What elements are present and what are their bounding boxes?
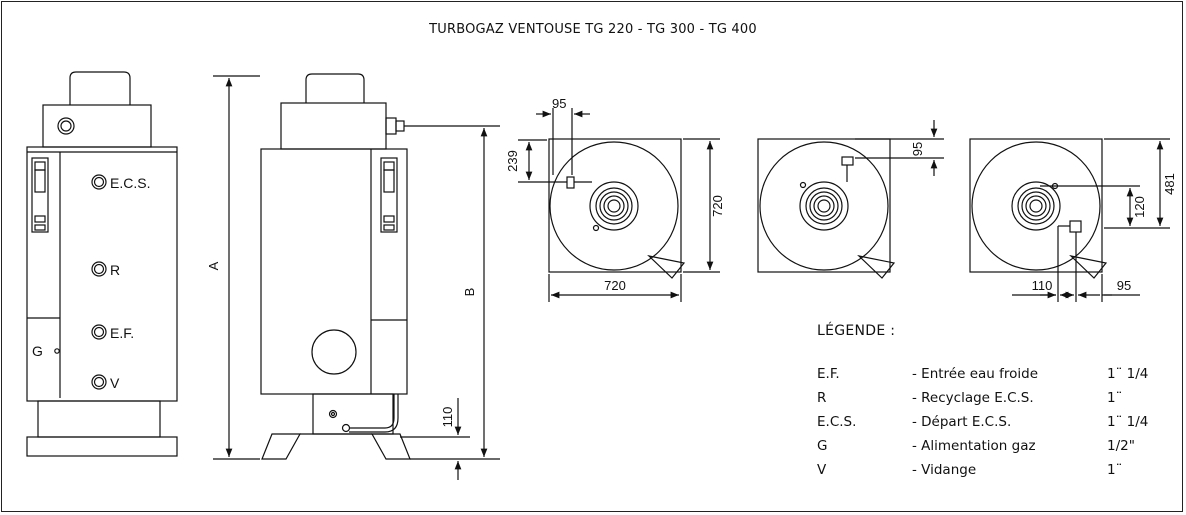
dimension-110-side <box>400 398 470 480</box>
legend-size: 1¨ 1/4 <box>1107 414 1149 430</box>
dimension-95-bottom-label: 95 <box>1117 278 1131 293</box>
side-thermometer <box>380 157 398 233</box>
dimension-720-bottom-label: 720 <box>604 278 626 293</box>
label-v: V <box>110 375 120 391</box>
legend-description: - Entrée eau froide <box>912 366 1039 382</box>
legend-description: - Alimentation gaz <box>912 438 1036 454</box>
front-flue-port <box>57 117 75 135</box>
label-g: G <box>32 343 43 359</box>
dimension-b <box>410 128 500 460</box>
front-plinth <box>26 436 178 457</box>
r-connection-icon <box>91 261 107 277</box>
label-r: R <box>110 262 120 278</box>
legend-code: G <box>817 438 828 454</box>
dimension-95-mid-label: 95 <box>910 142 925 156</box>
legend-code: V <box>817 462 827 478</box>
ef-connection-icon <box>91 324 107 340</box>
side-flue-outlet <box>385 117 397 135</box>
plan3-flue-outlet <box>1069 220 1082 233</box>
dimension-720-right-label: 720 <box>710 195 725 217</box>
side-foot-right <box>370 433 411 460</box>
plan3-burner <box>1011 181 1061 231</box>
dimension-b-label: B <box>462 288 477 297</box>
plan2-burner <box>799 181 849 231</box>
dimension-95-top-label: 95 <box>552 96 566 111</box>
plan1-outer-ring <box>549 141 679 271</box>
side-body <box>260 148 408 395</box>
ecs-connection-icon <box>91 174 107 190</box>
legend-code: E.C.S. <box>817 414 857 430</box>
plan-view-1 <box>518 108 720 302</box>
legend-table: E.F. - Entrée eau froide 1¨ 1/4 R - Recy… <box>817 362 1177 482</box>
side-top-cap <box>305 73 365 103</box>
dimension-110-side-label: 110 <box>440 407 455 428</box>
side-flue-box <box>280 102 387 150</box>
side-burner-window <box>311 329 357 375</box>
label-ecs: E.C.S. <box>110 175 150 191</box>
side-gas-pipe <box>349 394 395 429</box>
plan-view-2 <box>757 120 944 279</box>
plan1-flue-outlet <box>566 176 575 189</box>
gas-connection-point <box>54 348 60 354</box>
legend-code: E.F. <box>817 366 840 382</box>
plan-view-3 <box>969 138 1170 302</box>
drawing-title: TURBOGAZ VENTOUSE TG 220 - TG 300 - TG 4… <box>429 22 757 37</box>
dimension-a <box>213 75 260 460</box>
legend-description: - Vidange <box>912 462 977 478</box>
dimension-481-label: 481 <box>1162 173 1177 195</box>
legend-size: 1¨ 1/4 <box>1107 366 1149 382</box>
side-view <box>260 73 500 460</box>
legend-row: R - Recyclage E.C.S. 1¨ <box>817 386 1177 410</box>
plan2-flue-outlet <box>841 156 854 166</box>
legend-row: V - Vidange 1¨ <box>817 458 1177 482</box>
front-base <box>37 400 161 438</box>
legend-description: - Recyclage E.C.S. <box>912 390 1034 406</box>
legend-title: LÉGENDE : <box>817 323 896 339</box>
dimension-110-bottom-label: 110 <box>1032 278 1053 293</box>
front-flue-box <box>42 104 152 148</box>
plan3-outer-ring <box>971 141 1101 271</box>
legend-size: 1/2" <box>1107 438 1135 454</box>
plan1-outline <box>548 138 682 273</box>
v-connection-icon <box>91 374 107 390</box>
dimension-239-label: 239 <box>505 150 520 172</box>
front-thermometer <box>31 157 49 233</box>
side-foot-left <box>261 433 302 460</box>
legend-code: R <box>817 390 827 406</box>
legend-row: G - Alimentation gaz 1/2" <box>817 434 1177 458</box>
plan2-outer-ring <box>759 141 889 271</box>
front-top-cap <box>69 71 131 105</box>
plan2-outline <box>757 138 891 273</box>
label-ef: E.F. <box>110 325 134 341</box>
dimension-a-label: A <box>206 261 221 270</box>
plan3-outline <box>969 138 1103 273</box>
legend-row: E.C.S. - Départ E.C.S. 1¨ 1/4 <box>817 410 1177 434</box>
front-view <box>26 71 178 457</box>
legend-size: 1¨ <box>1107 462 1123 478</box>
dimension-120-label: 120 <box>1132 196 1147 218</box>
plan1-burner <box>589 181 639 231</box>
legend-description: - Départ E.C.S. <box>912 414 1012 430</box>
legend-size: 1¨ <box>1107 390 1123 406</box>
legend-row: E.F. - Entrée eau froide 1¨ 1/4 <box>817 362 1177 386</box>
